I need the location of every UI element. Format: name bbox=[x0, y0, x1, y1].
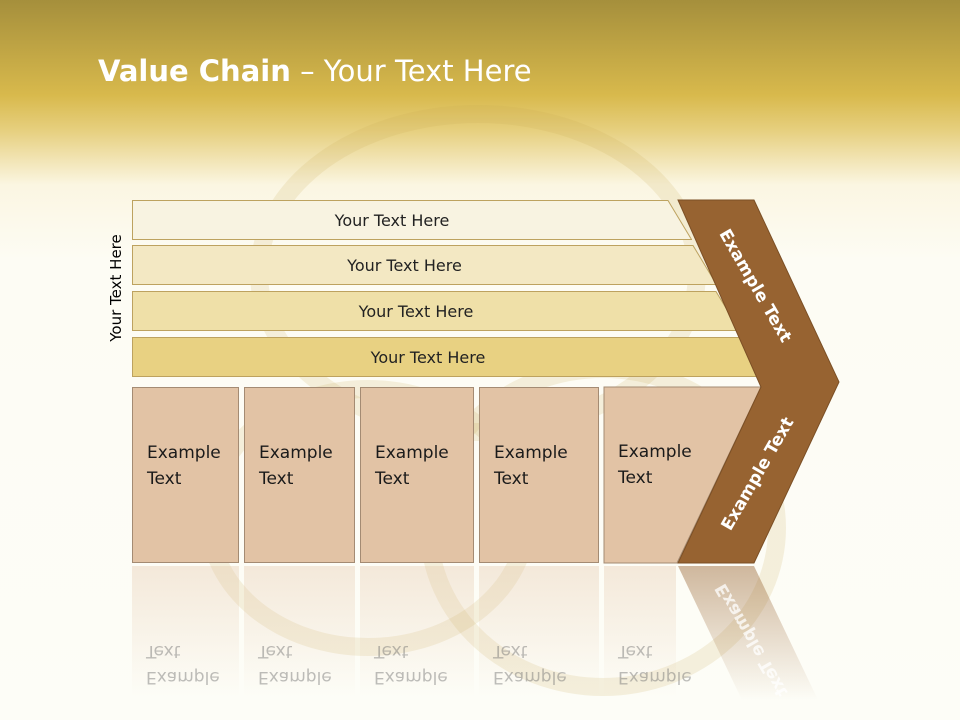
reflection-text: Example Text bbox=[618, 638, 718, 690]
primary-line2: Text bbox=[147, 469, 182, 489]
title-rest: – Your Text Here bbox=[290, 54, 532, 88]
support-bar-label: Your Text Here bbox=[334, 210, 450, 230]
support-bar-label: Your Text Here bbox=[347, 255, 462, 275]
primary-line2: Text bbox=[494, 469, 529, 489]
support-bar-shape bbox=[132, 200, 692, 240]
reflection-line1: Example bbox=[258, 667, 332, 687]
title-bold: Value Chain bbox=[98, 54, 291, 88]
primary-line2: Text bbox=[259, 469, 294, 489]
reflection-text: Example Text bbox=[493, 638, 593, 690]
reflection-line1: Example bbox=[618, 667, 692, 687]
page-title: Value Chain – Your Text Here bbox=[98, 54, 532, 88]
primary-box-reflection: Example Text bbox=[132, 566, 239, 696]
support-activity-bar: Your Text Here bbox=[132, 291, 740, 331]
reflection-text: Example Text bbox=[374, 638, 474, 690]
primary-box-reflection: Example Text bbox=[604, 566, 692, 696]
reflection-text: Example Text bbox=[258, 638, 358, 690]
primary-box-reflection: Example Text bbox=[479, 566, 599, 696]
reflection-line1: Example bbox=[374, 667, 448, 687]
margin-chevron-reflection bbox=[678, 566, 818, 700]
support-activity-bar: Your Text Here bbox=[132, 200, 692, 240]
reflection-line1: Example bbox=[493, 667, 567, 687]
reflection-line1: Example bbox=[146, 667, 220, 687]
last-primary-box bbox=[603, 386, 762, 564]
reflection-line2: Text bbox=[146, 641, 181, 661]
reflection-line2: Text bbox=[374, 641, 409, 661]
support-bar-label: Your Text Here bbox=[358, 301, 474, 321]
primary-line2: Text bbox=[618, 468, 653, 488]
primary-line1: Example bbox=[147, 443, 221, 463]
primary-box-reflection: Example Text bbox=[244, 566, 355, 696]
reflection-line2: Text bbox=[493, 641, 528, 661]
primary-line2: Text bbox=[375, 469, 410, 489]
primary-line1: Example bbox=[375, 443, 449, 463]
reflection-line2: Text bbox=[618, 641, 653, 661]
primary-line1: Example bbox=[494, 443, 568, 463]
margin-chevron bbox=[677, 199, 840, 564]
reflection-line2: Text bbox=[258, 641, 293, 661]
reflection-text: Example Text bbox=[146, 638, 246, 690]
primary-box-reflection: Example Text bbox=[360, 566, 474, 696]
primary-line1: Example bbox=[618, 442, 692, 462]
support-bar-label: Your Text Here bbox=[370, 347, 486, 367]
primary-line1: Example bbox=[259, 443, 333, 463]
